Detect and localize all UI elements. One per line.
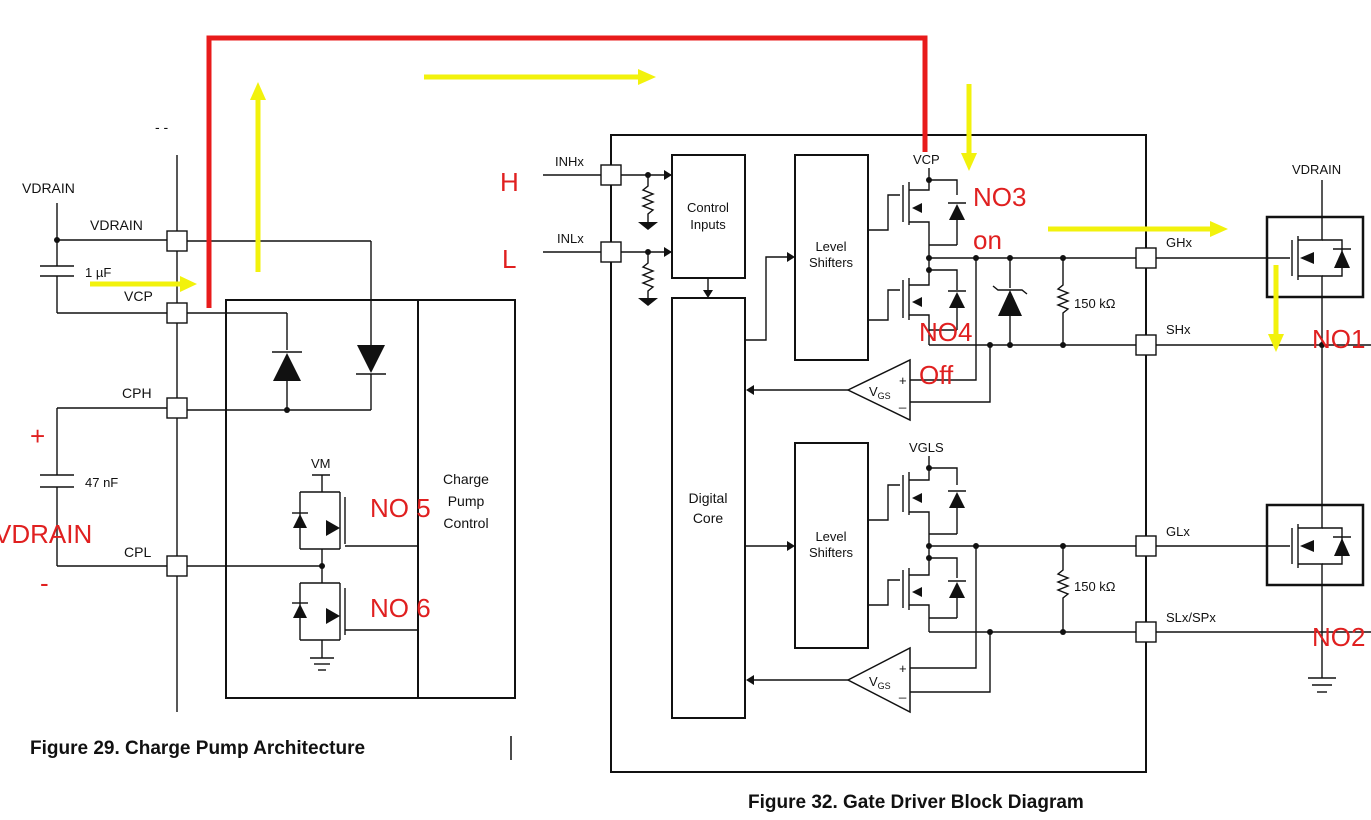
annot-no6: NO 6: [370, 593, 431, 623]
annot-no5: NO 5: [370, 493, 431, 523]
pin-slx: [1135, 621, 1157, 643]
annot-minus: -: [40, 568, 49, 598]
label-vgs-bottom-sub: GS: [878, 681, 891, 691]
annot-no3: NO3: [973, 182, 1026, 212]
annot-on: on: [973, 225, 1002, 255]
svg-text:- -: - -: [155, 119, 169, 135]
label-vdrain-right: VDRAIN: [1292, 162, 1341, 177]
charge-pump-figure: - - VDRAIN VDRAIN VCP CPH CPL 1 µF 47 nF: [22, 119, 516, 760]
pin-ghx: [1135, 247, 1157, 269]
label-resistor-top: 150 kΩ: [1074, 296, 1116, 311]
red-wire-vcp: [206, 35, 928, 308]
red-annotations: H L NO3 on NO4 Off NO1 NO2 NO 5 NO 6 VDR…: [0, 167, 1365, 652]
label-cap-47nf: 47 nF: [85, 475, 118, 490]
annot-no2: NO2: [1312, 622, 1365, 652]
label-cph: CPH: [122, 385, 152, 401]
label-inlx: INLx: [557, 231, 584, 246]
pin-cpl: [166, 555, 188, 577]
annot-off: Off: [919, 360, 954, 390]
pin-inhx: [600, 164, 622, 186]
label-vm: VM: [311, 456, 331, 471]
label-ghx: GHx: [1166, 235, 1193, 250]
pin-glx: [1135, 535, 1157, 557]
svg-text:+: +: [899, 373, 907, 388]
label-vdrain-ext: VDRAIN: [22, 180, 75, 196]
label-glx: GLx: [1166, 524, 1190, 539]
pin-shx: [1135, 334, 1157, 356]
label-vgls-rail: VGLS: [909, 440, 944, 455]
pin-vdrain: [166, 230, 188, 252]
label-vgs-top: V: [869, 384, 878, 399]
svg-text:_: _: [898, 394, 907, 409]
svg-text:VGS: VGS: [869, 674, 891, 691]
svg-text:VGS: VGS: [869, 384, 891, 401]
svg-text:+: +: [899, 661, 907, 676]
annot-no1: NO1: [1312, 324, 1365, 354]
label-inhx: INHx: [555, 154, 584, 169]
annot-l: L: [502, 244, 516, 274]
label-vgs-bottom: V: [869, 674, 878, 689]
pin-vcp: [166, 302, 188, 324]
label-cpl: CPL: [124, 544, 151, 560]
label-vdrain: VDRAIN: [90, 217, 143, 233]
label-resistor-bottom: 150 kΩ: [1074, 579, 1116, 594]
annot-no4: NO4: [919, 317, 972, 347]
caption-charge-pump: Figure 29. Charge Pump Architecture: [30, 738, 365, 759]
annot-plus: +: [30, 421, 45, 451]
label-shx: SHx: [1166, 322, 1191, 337]
annot-vdrain: VDRAIN: [0, 519, 92, 549]
svg-text:_: _: [898, 684, 907, 699]
label-cap-1uf: 1 µF: [85, 265, 111, 280]
pin-inlx: [600, 241, 622, 263]
yellow-arrows: [90, 69, 1284, 352]
label-vcp: VCP: [124, 288, 153, 304]
caption-gate-driver: Figure 32. Gate Driver Block Diagram: [748, 792, 1084, 813]
label-vgs-top-sub: GS: [878, 391, 891, 401]
label-vcp-rail: VCP: [913, 152, 940, 167]
label-slx: SLx/SPx: [1166, 610, 1216, 625]
pin-cph: [166, 397, 188, 419]
annot-h: H: [500, 167, 519, 197]
